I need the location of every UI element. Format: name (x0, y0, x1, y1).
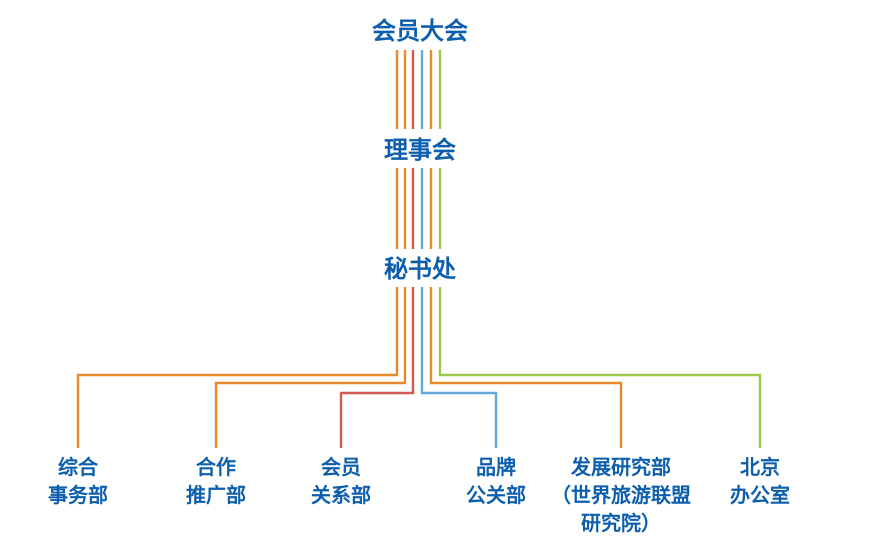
connector-branch-beijing-office (438, 287, 762, 448)
connector-branch-development-research (429, 287, 623, 448)
connector-branch-general-affairs (76, 287, 399, 448)
dept-label-line: （世界旅游联盟 (551, 483, 691, 507)
dept-brand-pr: 品牌 公关部 (466, 453, 526, 509)
dept-label-line: 推广部 (186, 483, 246, 507)
dept-development-research: 发展研究部 （世界旅游联盟 研究院） (551, 453, 691, 537)
dept-label-line: 发展研究部 (571, 455, 671, 479)
connector-branch-member-relations (339, 287, 415, 448)
dept-label-line: 综合 (58, 455, 98, 479)
dept-label-line: 会员 (321, 455, 361, 479)
dept-label-line: 合作 (196, 455, 236, 479)
dept-general-affairs: 综合 事务部 (48, 453, 108, 509)
dept-beijing-office: 北京 办公室 (730, 453, 790, 509)
node-general-assembly: 会员大会 (372, 17, 468, 45)
dept-label-line: 研究院） (581, 511, 661, 535)
dept-label-line: 北京 (740, 455, 780, 479)
dept-label-line: 公关部 (466, 483, 526, 507)
connector-branch-cooperation-promotion (214, 287, 407, 448)
dept-label-line: 品牌 (476, 455, 516, 479)
node-secretariat: 秘书处 (384, 255, 456, 283)
dept-label-line: 办公室 (730, 483, 790, 507)
node-council: 理事会 (384, 136, 456, 164)
dept-label-line: 关系部 (311, 483, 371, 507)
connector-branch-brand-pr (420, 287, 498, 448)
dept-member-relations: 会员 关系部 (311, 453, 371, 509)
dept-label-line: 事务部 (48, 483, 108, 507)
dept-cooperation-promotion: 合作 推广部 (186, 453, 246, 509)
